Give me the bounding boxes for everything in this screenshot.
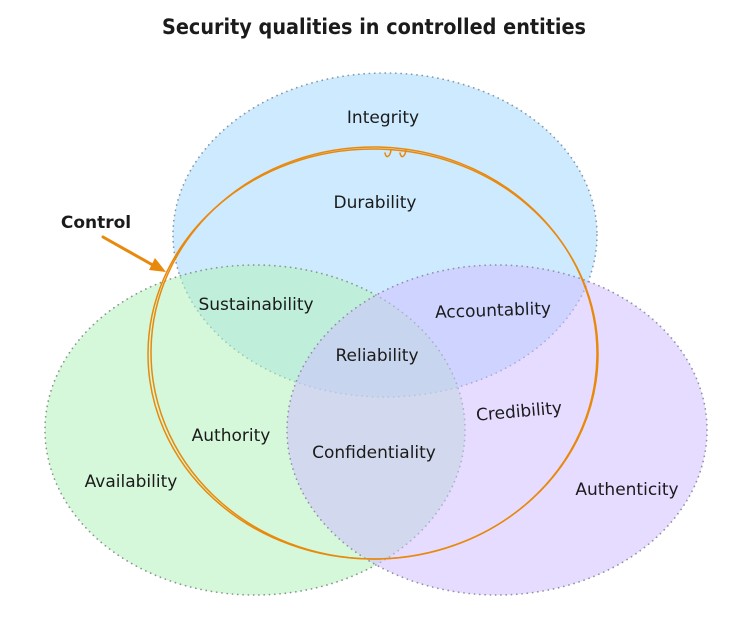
control-arrow-line	[101, 235, 160, 270]
label-confidentiality: Confidentiality	[312, 443, 436, 463]
control-label: Control	[61, 213, 131, 233]
label-authenticity: Authenticity	[575, 480, 678, 500]
label-availability: Availability	[85, 472, 178, 492]
diagram-title: Security qualities in controlled entitie…	[162, 15, 586, 39]
label-integrity: Integrity	[347, 108, 419, 128]
control-circle-squiggle	[384, 149, 407, 158]
label-durability: Durability	[334, 193, 417, 213]
label-sustainability: Sustainability	[198, 295, 313, 315]
control-circle-inner	[150, 146, 598, 560]
label-reliability: Reliability	[335, 346, 418, 366]
set-ellipse-right	[286, 264, 708, 596]
control-arrow-head	[149, 258, 166, 272]
label-accountablity: Accountablity	[435, 299, 552, 323]
label-authority: Authority	[192, 426, 271, 446]
